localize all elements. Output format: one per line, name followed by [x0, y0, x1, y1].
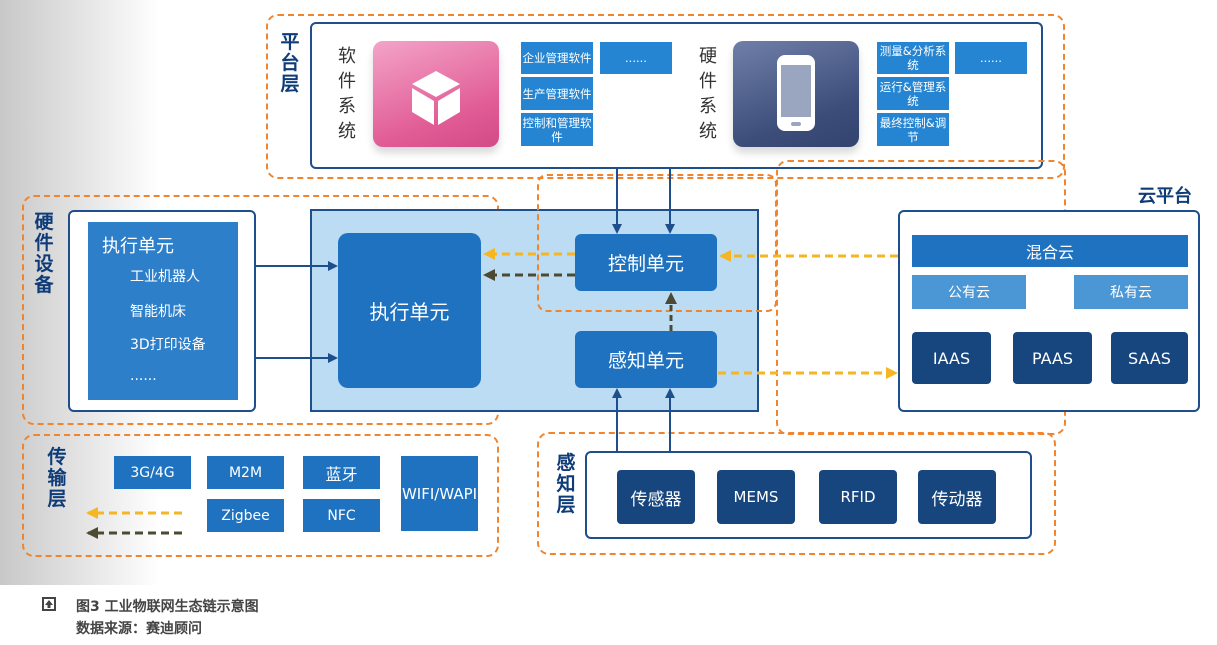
- paas-box: PAAS: [1013, 332, 1092, 384]
- hardware-system-label: 硬件系统: [699, 46, 717, 142]
- exec-unit-list: 执行单元 工业机器人 智能机床 3D打印设备 ......: [88, 222, 238, 400]
- saas-box: SAAS: [1111, 332, 1188, 384]
- software-system-label: 软件系统: [338, 46, 356, 142]
- transport-layer-dashed-border: [22, 434, 499, 557]
- hardware-devices-title: 硬件设备: [34, 211, 54, 296]
- transport-item-nfc: NFC: [303, 499, 380, 532]
- sensing-layer-title: 感知层: [556, 452, 576, 516]
- transport-item-zigbee: Zigbee: [207, 499, 284, 532]
- sensing-layer-dashed-border: [537, 432, 1056, 555]
- device-item: 3D打印设备: [130, 337, 206, 353]
- cloud-platform-title: 云平台: [1138, 186, 1192, 207]
- figure-source: 数据来源：赛迪顾问: [76, 621, 202, 637]
- sensor-box: 传感器: [617, 470, 695, 524]
- device-item: ......: [130, 368, 157, 384]
- hybrid-cloud-box: 混合云: [912, 235, 1188, 267]
- hardware-tile: 运行&管理系统: [877, 77, 949, 110]
- control-unit-box: 控制单元: [575, 234, 717, 291]
- rfid-box: RFID: [819, 470, 897, 524]
- software-cube-tile: [373, 41, 499, 147]
- transport-item-3g4g: 3G/4G: [114, 456, 191, 489]
- actuator-box: 传动器: [918, 470, 996, 524]
- private-cloud-box: 私有云: [1074, 275, 1188, 309]
- hardware-more-tile: ......: [955, 42, 1027, 74]
- phone-icon: [777, 55, 815, 131]
- cube-icon: [412, 71, 460, 125]
- hardware-tile: 测量&分析系统: [877, 42, 949, 74]
- platform-layer-dashed-border: [266, 14, 1065, 179]
- exec-unit-box: 执行单元: [338, 233, 481, 388]
- device-item: 智能机床: [130, 304, 186, 320]
- up-box-icon: [42, 597, 56, 611]
- software-more-tile: ......: [600, 42, 672, 74]
- software-tile: 生产管理软件: [521, 77, 593, 110]
- platform-layer-title: 平台层: [280, 31, 300, 95]
- sensing-unit-box: 感知单元: [575, 331, 717, 388]
- transport-item-m2m: M2M: [207, 456, 284, 489]
- hardware-tile: 最终控制&调节: [877, 113, 949, 146]
- figure-caption: 图3 工业物联网生态链示意图: [76, 599, 259, 615]
- transport-item-wifi: WIFI/WAPI: [401, 456, 478, 531]
- device-item: 工业机器人: [130, 269, 200, 285]
- public-cloud-box: 公有云: [912, 275, 1026, 309]
- hardware-phone-tile: [733, 41, 859, 147]
- exec-unit-list-title: 执行单元: [102, 236, 174, 257]
- iaas-box: IAAS: [912, 332, 991, 384]
- transport-layer-title: 传输层: [47, 446, 67, 510]
- software-tile: 企业管理软件: [521, 42, 593, 74]
- mems-box: MEMS: [717, 470, 795, 524]
- software-tile: 控制和管理软件: [521, 113, 593, 146]
- transport-item-bluetooth: 蓝牙: [303, 456, 380, 489]
